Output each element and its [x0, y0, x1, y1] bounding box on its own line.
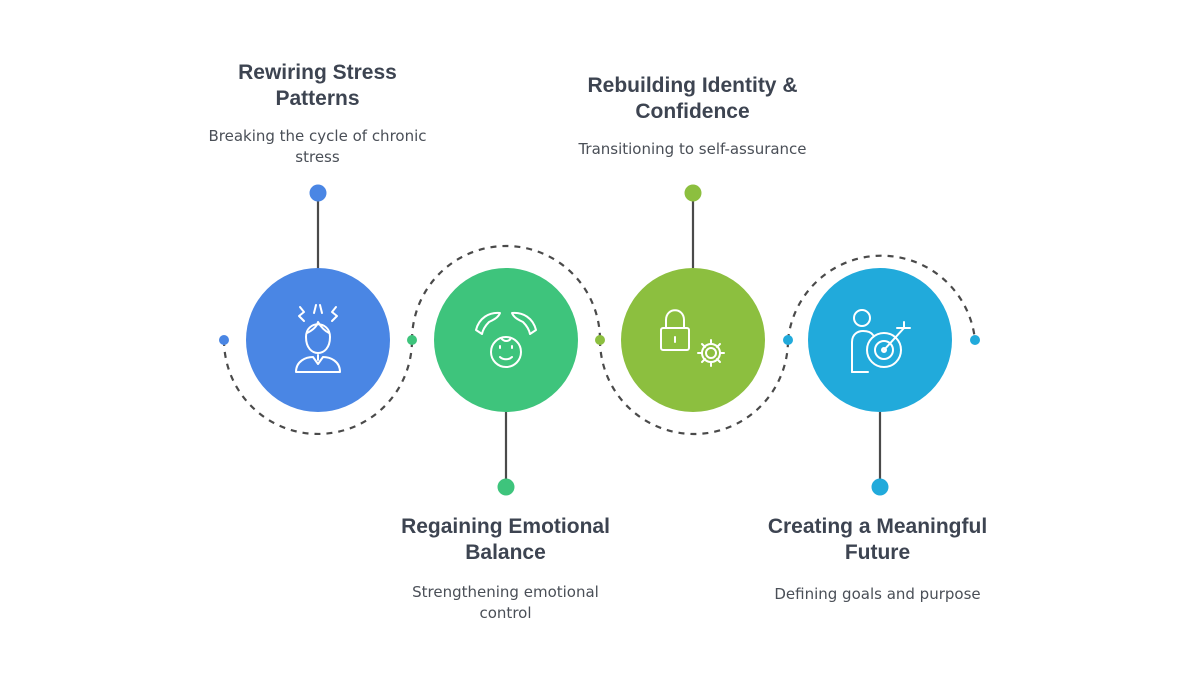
connector-dot-1 — [309, 184, 327, 202]
stressed-person-icon — [295, 304, 341, 373]
step-title: Creating a Meaningful Future — [767, 515, 988, 564]
step-circle-4 — [808, 268, 952, 412]
dashed-path-segment-2 — [410, 244, 602, 341]
step-title: Rebuilding Identity & Confidence — [587, 74, 798, 123]
step-circle-1 — [246, 268, 390, 412]
step-description: Strengthening emotional control — [412, 583, 599, 622]
dashed-path-segment-3 — [598, 339, 790, 436]
path-dot-4 — [783, 335, 793, 345]
step-description: Transitioning to self-assurance — [578, 140, 807, 158]
step-description: Defining goals and purpose — [774, 585, 981, 603]
step-description: Breaking the cycle of chronic stress — [208, 127, 427, 166]
path-dot-5 — [970, 335, 980, 345]
step-title: Regaining Emotional Balance — [401, 515, 610, 564]
step-3-text: Rebuilding Identity & Confidence Transit… — [555, 73, 830, 160]
step-2-text: Regaining Emotional Balance Strengthenin… — [383, 514, 628, 624]
person-target-icon — [851, 309, 911, 373]
connector-dot-4 — [871, 478, 889, 496]
step-circle-3 — [621, 268, 765, 412]
step-4-text: Creating a Meaningful Future Defining go… — [755, 514, 1000, 605]
hands-cradling-face-icon — [475, 311, 537, 368]
path-dot-3 — [595, 335, 605, 345]
connector-dot-3 — [684, 184, 702, 202]
lock-gear-icon — [660, 309, 725, 367]
dashed-path-segment-4 — [786, 254, 977, 341]
dashed-path-segment-1 — [222, 339, 414, 436]
step-1-text: Rewiring Stress Patterns Breaking the cy… — [195, 60, 440, 168]
connector-dot-2 — [497, 478, 515, 496]
step-title: Rewiring Stress Patterns — [238, 61, 397, 110]
path-dot-2 — [407, 335, 417, 345]
path-dot-1 — [219, 335, 229, 345]
